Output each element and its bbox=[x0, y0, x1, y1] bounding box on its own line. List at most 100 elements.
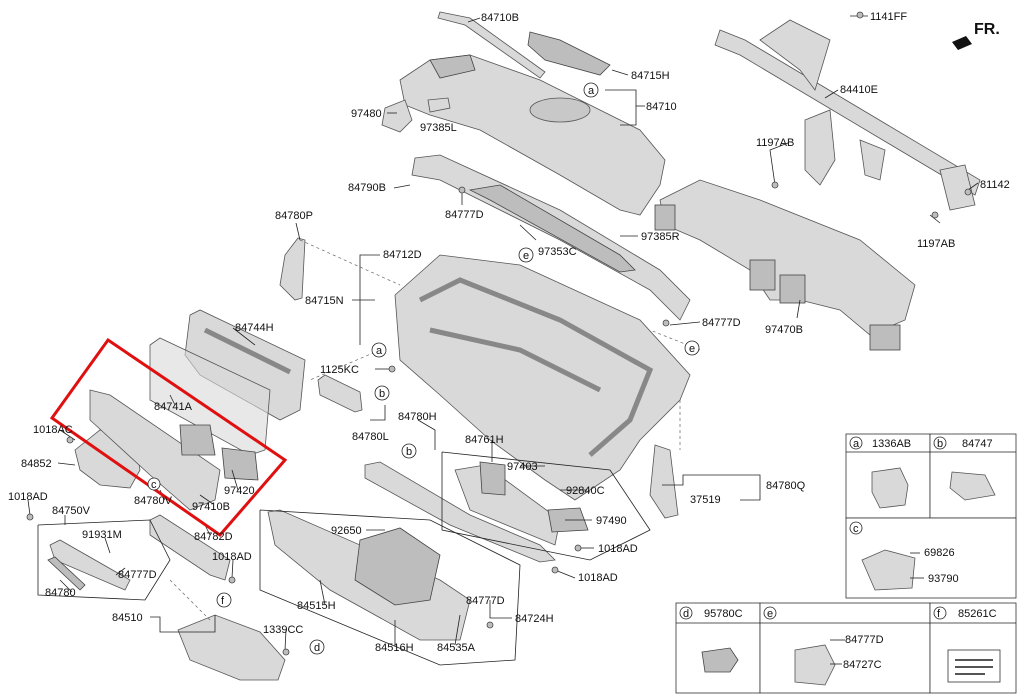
side-cover-97353c bbox=[411, 154, 691, 321]
svg-text:e: e bbox=[767, 608, 773, 620]
crash-pad-upper bbox=[399, 54, 666, 216]
label-1018ad-1: 1018AD bbox=[8, 491, 48, 503]
label-84724h: 84724H bbox=[515, 613, 554, 625]
label-84852: 84852 bbox=[21, 458, 52, 470]
label-84741a: 84741A bbox=[154, 401, 193, 413]
fasteners bbox=[26, 11, 972, 656]
svg-text:f: f bbox=[221, 595, 225, 607]
trim-84780p bbox=[279, 237, 306, 301]
callout-circle-a2: a bbox=[371, 342, 387, 358]
label-84761h: 84761H bbox=[465, 434, 504, 446]
label-84515h: 84515H bbox=[297, 600, 336, 612]
fascia-84741a bbox=[149, 337, 271, 456]
legend-d-image bbox=[701, 647, 739, 673]
svg-text:d: d bbox=[314, 642, 320, 654]
svg-text:c: c bbox=[151, 479, 157, 491]
vent-97420 bbox=[221, 447, 259, 481]
legend-e-part-1: 84777D bbox=[845, 634, 884, 646]
label-84510: 84510 bbox=[112, 612, 143, 624]
legend-d-part: 95780C bbox=[704, 608, 743, 620]
legend-c-part-2: 93790 bbox=[928, 573, 959, 585]
callout-circle-c: c bbox=[147, 477, 161, 491]
legend-cell-d bbox=[675, 602, 761, 694]
label-1141ff: 1141FF bbox=[870, 11, 907, 23]
label-84777d-1: 84777D bbox=[445, 209, 484, 221]
callout-circle-e2: e bbox=[684, 340, 700, 356]
label-91931m: 91931M bbox=[82, 529, 122, 541]
lower-panel-84780v bbox=[89, 389, 221, 511]
callout-circle-d: d bbox=[309, 639, 325, 655]
svg-text:d: d bbox=[683, 608, 689, 620]
callout-circle-b2: b bbox=[401, 443, 417, 459]
label-97385l: 97385L bbox=[420, 122, 457, 134]
legend-a-part: 1336AB bbox=[872, 438, 911, 450]
front-direction-indicator: FR. bbox=[952, 21, 1000, 50]
assembly-outlines bbox=[37, 451, 651, 666]
legend-c-image bbox=[861, 549, 916, 591]
trim-84780q bbox=[649, 444, 679, 519]
label-97385r: 97385R bbox=[641, 231, 680, 243]
label-84777d-4: 84777D bbox=[466, 595, 505, 607]
glove-box-84724h bbox=[267, 509, 471, 641]
label-84712d: 84712D bbox=[383, 249, 422, 261]
label-1197ab-1: 1197AB bbox=[756, 137, 794, 149]
label-84710b: 84710B bbox=[481, 12, 519, 24]
svg-text:a: a bbox=[376, 345, 383, 357]
label-84710: 84710 bbox=[646, 101, 677, 113]
vent-97410b bbox=[179, 424, 216, 456]
label-84780q: 84780Q bbox=[766, 480, 806, 492]
label-84750v: 84750V bbox=[52, 505, 91, 517]
svg-text:e: e bbox=[689, 343, 695, 355]
label-97410b: 97410B bbox=[192, 501, 230, 513]
grille-97385l bbox=[427, 97, 451, 113]
label-84777d-3: 84777D bbox=[118, 569, 157, 581]
label-37519: 37519 bbox=[690, 494, 721, 506]
callout-circle-b1: b bbox=[374, 385, 390, 401]
svg-text:c: c bbox=[853, 523, 859, 535]
legend-a-image bbox=[871, 467, 909, 509]
label-1018ad-3: 1018AD bbox=[212, 551, 252, 563]
label-1018ac: 1018AC bbox=[33, 424, 73, 436]
label-97470b: 97470B bbox=[765, 324, 803, 336]
speaker-grille-84715h bbox=[527, 31, 611, 76]
label-92840c: 92840C bbox=[566, 485, 605, 497]
callout-circle-a1: a bbox=[583, 82, 599, 98]
label-1018ad-2: 1018AD bbox=[598, 543, 638, 555]
label-84715n: 84715N bbox=[305, 295, 344, 307]
label-92650: 92650 bbox=[331, 525, 362, 537]
legend-e-image bbox=[794, 644, 836, 686]
label-1339cc: 1339CC bbox=[263, 624, 303, 636]
label-84777d-2: 84777D bbox=[702, 317, 741, 329]
label-84780h: 84780H bbox=[398, 411, 437, 423]
label-81142: 81142 bbox=[980, 179, 1010, 191]
trim-84780h bbox=[364, 461, 556, 563]
label-97353c: 97353C bbox=[538, 246, 577, 258]
cowl-cross-bar bbox=[714, 19, 981, 211]
svg-text:a: a bbox=[588, 85, 595, 97]
label-97403: 97403 bbox=[507, 461, 538, 473]
svg-text:b: b bbox=[379, 388, 385, 400]
callout-circle-f: f bbox=[216, 592, 232, 608]
svg-text:b: b bbox=[937, 438, 943, 450]
legend-panel: a 1336AB b 84747 c 69826 93790 d 95780C … bbox=[675, 433, 1017, 694]
label-84790b: 84790B bbox=[348, 182, 386, 194]
trim-84782d bbox=[149, 514, 231, 581]
svg-text:f: f bbox=[937, 608, 941, 620]
label-97490: 97490 bbox=[596, 515, 627, 527]
label-1197ab-2: 1197AB bbox=[917, 238, 955, 250]
label-84410e: 84410E bbox=[840, 84, 878, 96]
legend-cell-e bbox=[759, 602, 931, 694]
defroster-strip-84710b bbox=[437, 11, 546, 79]
legend-b-part: 84747 bbox=[962, 438, 993, 450]
callout-circle-e1: e bbox=[518, 247, 534, 263]
label-97420: 97420 bbox=[224, 485, 255, 497]
label-84780v: 84780V bbox=[134, 495, 173, 507]
legend-e-part-2: 84727C bbox=[843, 659, 882, 671]
label-1018ad-4: 1018AD bbox=[578, 572, 618, 584]
label-84744h: 84744H bbox=[235, 322, 274, 334]
vent-97480 bbox=[381, 99, 413, 133]
svg-text:FR.: FR. bbox=[974, 21, 1000, 38]
label-1125kc: 1125KC bbox=[320, 364, 359, 376]
leader-lines bbox=[27, 15, 979, 651]
